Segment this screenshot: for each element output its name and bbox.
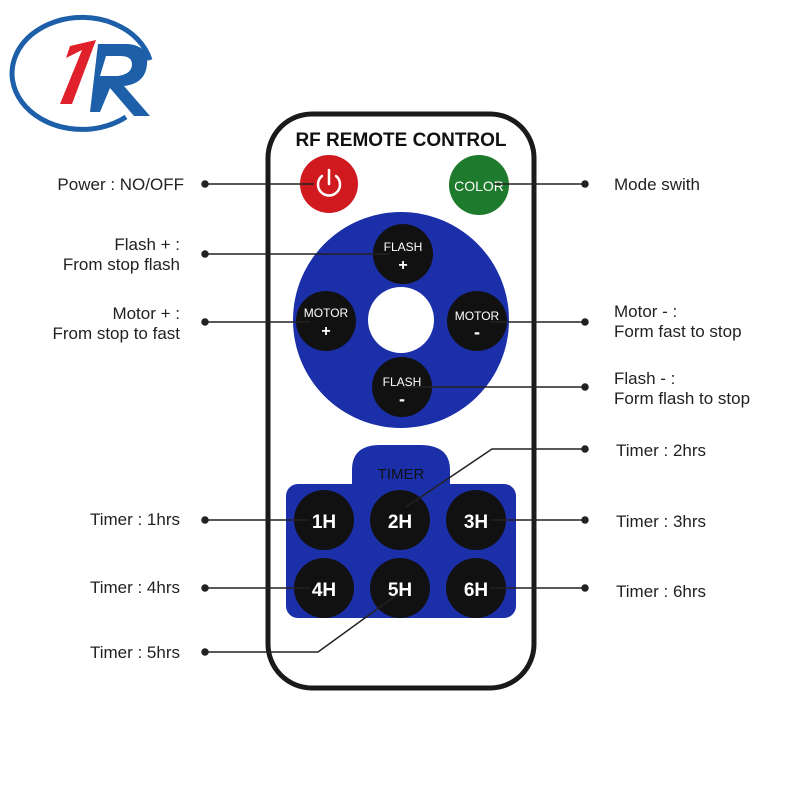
timer-title: TIMER (378, 466, 425, 483)
center-button[interactable] (368, 287, 434, 353)
callout-power: Power : NO/OFF (57, 175, 184, 194)
svg-text:2H: 2H (388, 512, 412, 533)
callout-timer6: Timer : 6hrs (616, 582, 707, 601)
color-button-label: COLOR (454, 178, 504, 194)
svg-text:5H: 5H (388, 580, 412, 601)
remote-title: RF REMOTE CONTROL (295, 130, 506, 151)
timer-1h-button[interactable]: 1H (294, 490, 354, 550)
svg-text:FLASH: FLASH (384, 240, 423, 254)
timer-4h-button[interactable]: 4H (294, 558, 354, 618)
callout-timer2: Timer : 2hrs (616, 441, 707, 460)
motor-minus-button[interactable]: MOTOR - (447, 291, 507, 351)
svg-text:-: - (474, 322, 480, 342)
callout-flash-minus: Flash - : Form flash to stop (614, 369, 751, 408)
svg-text:-: - (399, 389, 405, 409)
motor-plus-button[interactable]: MOTOR + (296, 291, 356, 351)
svg-text:FLASH: FLASH (383, 375, 422, 389)
callout-motor-plus: Motor + : From stop to fast (52, 304, 180, 343)
svg-text:4H: 4H (312, 580, 336, 601)
timer-2h-button[interactable]: 2H (370, 490, 430, 550)
svg-text:3H: 3H (464, 512, 488, 533)
timer-5h-button[interactable]: 5H (370, 558, 430, 618)
power-icon (316, 168, 342, 197)
color-button[interactable]: COLOR (449, 155, 509, 215)
callout-flash-plus: Flash + : From stop flash (62, 235, 180, 274)
power-button[interactable] (300, 155, 358, 213)
svg-text:6H: 6H (464, 580, 488, 601)
svg-text:MOTOR: MOTOR (304, 306, 349, 320)
callout-mode: Mode swith (614, 175, 700, 194)
flash-plus-button[interactable]: FLASH + (373, 224, 433, 284)
svg-text:+: + (321, 323, 330, 340)
svg-text:1H: 1H (312, 512, 336, 533)
timer-3h-button[interactable]: 3H (446, 490, 506, 550)
svg-text:MOTOR: MOTOR (455, 309, 500, 323)
callout-timer5: Timer : 5hrs (89, 643, 180, 662)
brand-logo (9, 14, 153, 132)
callout-timer1: Timer : 1hrs (89, 510, 180, 529)
timer-6h-button[interactable]: 6H (446, 558, 506, 618)
callout-lines (201, 180, 589, 656)
svg-text:+: + (398, 257, 407, 274)
callout-motor-minus: Motor - : Form fast to stop (614, 302, 742, 341)
callout-timer3: Timer : 3hrs (616, 512, 707, 531)
callout-timer4: Timer : 4hrs (89, 578, 180, 597)
